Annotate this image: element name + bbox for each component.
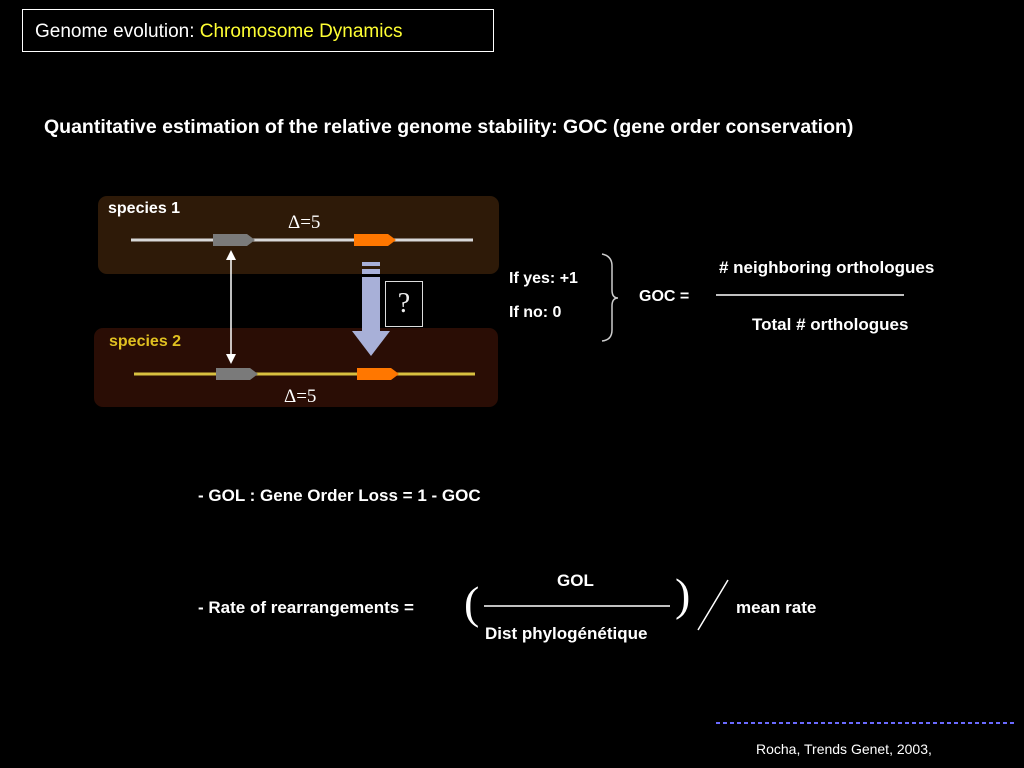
slide-title: Genome evolution: Chromosome Dynamics — [35, 21, 403, 43]
right-parenthesis: ) — [675, 569, 691, 620]
title-prefix: Genome evolution: — [35, 21, 200, 42]
gene-gray-1 — [213, 234, 255, 246]
goc-label: GOC = — [639, 288, 690, 305]
rate-denominator: Dist phylogénétique — [485, 624, 648, 643]
delta-species-2: Δ=5 — [284, 386, 317, 407]
species-2-label: species 2 — [109, 333, 182, 350]
gene-orange-2 — [357, 368, 399, 380]
homology-arrow-head-down — [226, 354, 236, 364]
rate-divisor: mean rate — [736, 598, 817, 617]
gene-gray-2 — [216, 368, 258, 380]
delta-species-1: Δ=5 — [288, 212, 321, 233]
species-2-panel — [94, 328, 498, 407]
main-heading: Quantitative estimation of the relative … — [44, 116, 854, 138]
rule-yes: If yes: +1 — [509, 270, 578, 287]
rate-label: - Rate of rearrangements = — [198, 598, 414, 617]
goc-numerator: # neighboring orthologues — [719, 258, 935, 277]
left-parenthesis: ( — [464, 577, 480, 628]
species-1-label: species 1 — [108, 200, 181, 217]
reference-citation: Rocha, Trends Genet, 2003, — [756, 741, 932, 757]
rule-no: If no: 0 — [509, 304, 562, 321]
gol-definition: - GOL : Gene Order Loss = 1 - GOC — [198, 486, 481, 505]
division-slash — [697, 579, 729, 631]
curly-brace — [601, 253, 619, 342]
goc-denominator: Total # orthologues — [752, 315, 909, 334]
title-box: Genome evolution: Chromosome Dynamics — [22, 9, 494, 52]
blue-arrow-stripe-1 — [362, 262, 380, 266]
homology-arrow-head-up — [226, 250, 236, 260]
species-1-panel — [98, 196, 499, 274]
rate-numerator: GOL — [557, 571, 594, 590]
title-accent: Chromosome Dynamics — [199, 21, 403, 42]
blue-arrow-head — [352, 331, 390, 356]
gene-orange-1 — [354, 234, 396, 246]
blue-arrow-stripe-2 — [362, 269, 380, 274]
question-box: ? — [385, 281, 423, 327]
blue-arrow-shaft — [362, 277, 380, 331]
